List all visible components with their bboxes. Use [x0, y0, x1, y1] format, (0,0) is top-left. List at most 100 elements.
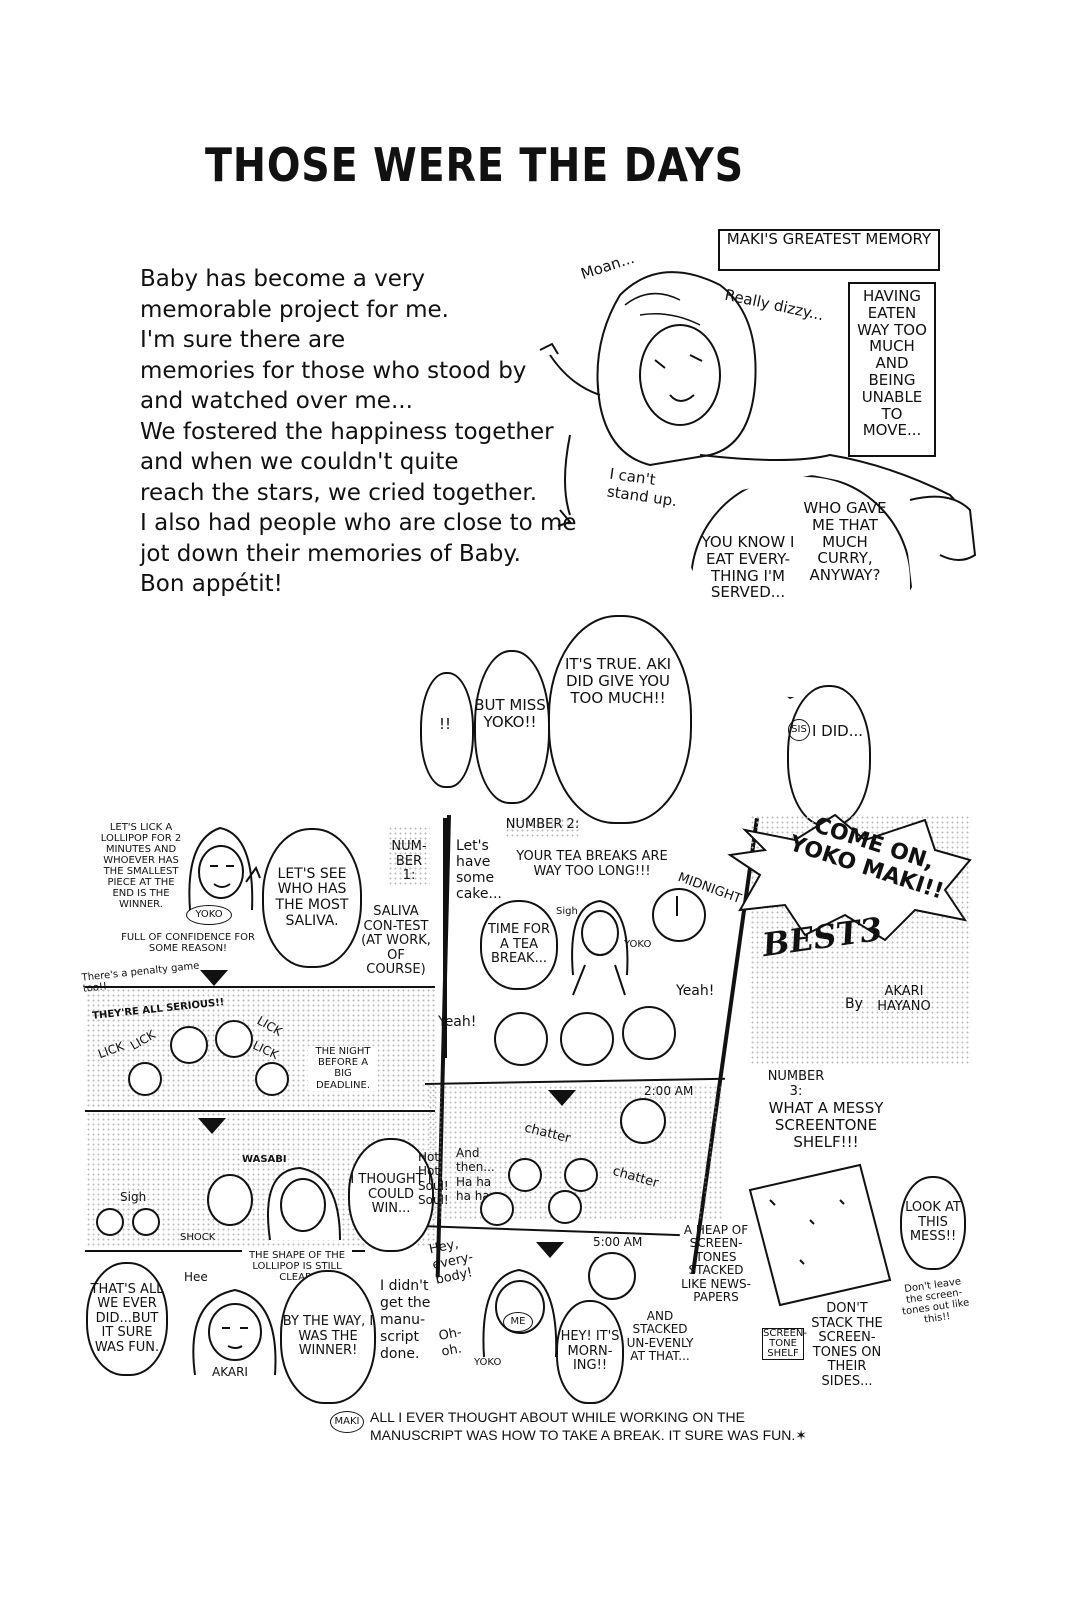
character-head [548, 1190, 582, 1224]
yeah-text: Yeah! [438, 1014, 477, 1030]
lollipop-shape-text: THE SHAPE OF THE LOLLIPOP IS STILL CLEAR… [242, 1250, 352, 1284]
speech-bubble-tea-break: TIME FOR A TEA BREAK... [480, 900, 558, 990]
character-head [564, 1158, 598, 1192]
intro-line: Bon appétit! [140, 571, 283, 597]
speech-bubble-i-did [787, 685, 871, 827]
panel-divider [85, 1250, 365, 1252]
hot-soul-text: Hot! Hot! Soul! Soul! [418, 1150, 449, 1208]
speech-bubble-winner: BY THE WAY, I WAS THE WINNER! [280, 1270, 376, 1404]
night-before-text: THE NIGHT BEFORE A BIG DEADLINE. [308, 1046, 378, 1091]
lets-cake-text: Let's have some cake... [456, 838, 502, 902]
intro-line: I'm sure there are [140, 327, 346, 353]
panel-divider [85, 1110, 435, 1112]
character-head [215, 1020, 253, 1058]
oh-oh-text: Oh-oh. [437, 1325, 463, 1360]
speech-bubble-true [548, 615, 692, 824]
sis-tag: SIS [788, 719, 810, 741]
characters-drawing [207, 1166, 341, 1241]
who-gave-text: WHO GAVE ME THAT MUCH CURRY, ANYWAY? [803, 499, 887, 585]
maki-memory-header: MAKI'S GREATEST MEMORY [718, 229, 940, 271]
intro-text: Baby has become a very memorable project… [140, 264, 580, 600]
me-tag: ME [503, 1312, 533, 1332]
down-arrow-icon [198, 1118, 226, 1134]
yoko-tag: YOKO [186, 905, 232, 925]
dont-leave-text: Don't leave the screen-tones out like th… [901, 1276, 971, 1326]
intro-line: and watched over me... [140, 388, 413, 414]
thats-all-text: THAT'S ALL WE EVER DID...BUT IT SURE WAS… [90, 1281, 164, 1355]
thought-text: I THOUGHT I COULD WIN... [350, 1172, 432, 1217]
yoko-tag: YOKO [624, 939, 652, 950]
time-break-text: TIME FOR A TEA BREAK... [487, 922, 551, 967]
clock-icon [652, 888, 706, 942]
clock-icon [588, 1252, 636, 1300]
character-head [622, 1006, 676, 1060]
shelf-tag: SCREEN-TONE SHELF [762, 1328, 808, 1360]
didnt-text: I didn't get the manu-script done. [380, 1278, 431, 1363]
by-text: By [845, 996, 863, 1012]
you-know-text: YOU KNOW I EAT EVERY-THING I'M SERVED... [701, 533, 795, 602]
screentone-sheet-drawing [748, 1163, 892, 1307]
speech-bubble-thought: I THOUGHT I COULD WIN... [348, 1138, 434, 1252]
character-head [255, 1062, 289, 1096]
intro-line: I also had people who are close to me [140, 510, 577, 536]
yoko-character-drawing [188, 826, 261, 911]
speech-bubble-fun: THAT'S ALL WE EVER DID...BUT IT SURE WAS… [86, 1262, 168, 1376]
intro-line: memories for those who stood by [140, 357, 527, 384]
akari-character-drawing [192, 1288, 277, 1376]
down-arrow-icon [548, 1090, 576, 1106]
footer-line: MANUSCRIPT WAS HOW TO TAKE A BREAK. IT S… [370, 1427, 807, 1444]
tea-breaks-text: YOUR TEA BREAKS ARE WAY TOO LONG!!! [516, 849, 668, 879]
confidence-text: FULL OF CONFIDENCE FOR SOME REASON! [121, 932, 255, 955]
i-did-text: I DID... [811, 722, 864, 740]
and-then-text: And then... Ha ha ha ha [456, 1146, 495, 1204]
hee-text: Hee [184, 1270, 208, 1284]
lollipop-rules-text: LET'S LICK A LOLLIPOP FOR 2 MINUTES AND … [100, 822, 182, 910]
clock-icon [620, 1098, 666, 1144]
exclaim-text: !! [438, 715, 452, 733]
down-arrow-icon [200, 970, 228, 986]
number2-label: NUMBER 2: [505, 817, 580, 838]
number1-label: NUM-BER 1: [388, 826, 430, 886]
page-title: THOSE WERE THE DAYS [205, 138, 744, 192]
character-head [560, 1012, 614, 1066]
footer-text: ALL I EVER THOUGHT ABOUT WHILE WORKING O… [370, 1408, 807, 1444]
akari-tag: AKARI [212, 1365, 248, 1379]
number3-label: NUMBER 3: [760, 1069, 832, 1100]
maki-lying-illustration [539, 271, 977, 561]
morning-text: HEY! IT'S MORN-ING!! [560, 1329, 620, 1374]
speech-bubble-miss-yoko [474, 650, 550, 804]
heap-text: A HEAP OF SCREEN-TONES STACKED LIKE NEWS… [681, 1223, 751, 1305]
dont-stack-text: DON'T STACK THE SCREEN-TONES ON THEIR SI… [811, 1301, 883, 1389]
speech-bubble-saliva: LET'S SEE WHO HAS THE MOST SALIVA. [262, 828, 362, 968]
two-am-text: 2:00 AM [644, 1084, 694, 1098]
intro-line: reach the stars, we cried together. [140, 479, 538, 506]
down-arrow-icon [536, 1242, 564, 1258]
speech-bubble-exclaim [420, 672, 474, 788]
sigh-text: Sigh [556, 906, 578, 917]
panel-divider [85, 986, 435, 988]
intro-line: memorable project for me. [140, 296, 449, 323]
lets-see-text: LET'S SEE WHO HAS THE MOST SALIVA. [275, 865, 349, 929]
yoko-character-drawing [571, 899, 629, 996]
yoko-tag: YOKO [474, 1357, 502, 1368]
character-head [480, 1192, 514, 1226]
yeah-text: Yeah! [676, 983, 715, 999]
messy-text: WHAT A MESSY SCREENTONE SHELF!!! [768, 1099, 884, 1151]
intro-line: We fostered the happiness together [140, 418, 554, 445]
character-head [128, 1062, 162, 1096]
footer-line: ALL I EVER THOUGHT ABOUT WHILE WORKING O… [370, 1409, 745, 1425]
character-head [508, 1158, 542, 1192]
maki-tag: MAKI [330, 1411, 364, 1433]
its-true-text: IT'S TRUE. AKI DID GIVE YOU TOO MUCH!! [564, 655, 672, 707]
look-text: LOOK AT THIS MESS!! [905, 1200, 961, 1245]
clock-hand [676, 896, 678, 916]
but-miss-yoko-text: BUT MISS YOKO!! [474, 696, 546, 731]
shock-text: SHOCK [180, 1232, 216, 1243]
speech-bubble-look: LOOK AT THIS MESS!! [900, 1176, 966, 1270]
five-am-text: 5:00 AM [593, 1235, 643, 1249]
by-the-way-text: BY THE WAY, I WAS THE WINNER! [282, 1314, 374, 1359]
intro-line: and when we couldn't quite [140, 449, 459, 475]
burst-shape [727, 813, 972, 942]
saliva-contest-text: SALIVA CON-TEST (AT WORK, OF COURSE) [361, 904, 431, 978]
